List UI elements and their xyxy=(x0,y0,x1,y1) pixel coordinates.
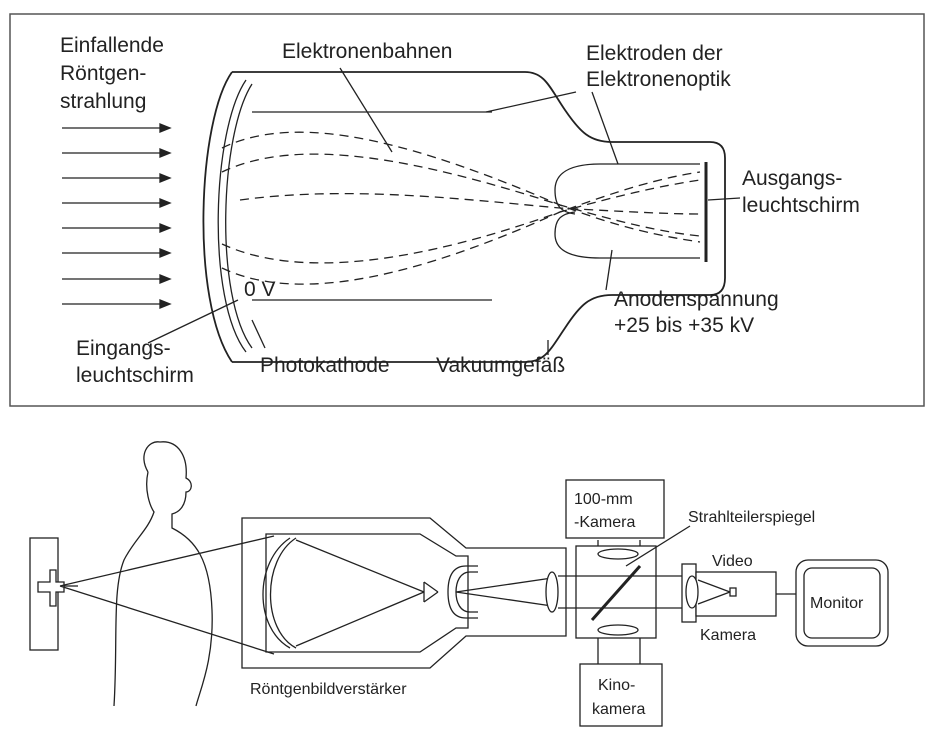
label-zero-volt: 0 V xyxy=(244,278,276,301)
vacuum-vessel-outline xyxy=(232,71,726,363)
label-vacuum-vessel: Vakuumgefäß xyxy=(436,354,565,377)
label-cine-camera: Kino- kamera xyxy=(592,677,645,718)
cine-camera-box xyxy=(579,663,663,727)
camera-100mm-box xyxy=(565,479,665,539)
patient-silhouette xyxy=(113,441,213,707)
label-electron-paths: Elektronenbahnen xyxy=(282,40,452,63)
video-camera xyxy=(681,563,796,623)
input-screen-curve xyxy=(217,79,247,353)
vessel-front-outer xyxy=(202,71,233,363)
xray-beam xyxy=(59,535,275,655)
label-camera-100mm: 100-mm -Kamera xyxy=(574,491,637,531)
label-output-screen: Ausgangs- leuchtschirm xyxy=(742,167,860,217)
optical-path xyxy=(455,571,684,613)
top-panel-border xyxy=(9,13,925,407)
collimator-lens xyxy=(545,571,559,613)
photocathode-curve xyxy=(225,83,253,349)
splitter-leader xyxy=(625,525,691,567)
monitor xyxy=(795,559,889,647)
label-incoming-radiation: Einfallende Röntgen- strahlung xyxy=(60,34,170,113)
xray-tube xyxy=(29,537,78,651)
xray-arrows xyxy=(62,123,172,309)
label-video: Video xyxy=(712,553,753,570)
label-electrodes: Elektroden der Elektronenoptik xyxy=(586,42,731,91)
top-leader-lines xyxy=(147,67,741,355)
top-panel: Einfallende Röntgen- strahlung Elektrone… xyxy=(9,13,925,407)
label-input-screen: Eingangs- leuchtschirm xyxy=(76,337,194,387)
label-beam-splitter: Strahlteilerspiegel xyxy=(688,509,815,526)
label-image-intensifier: Röntgenbildverstärker xyxy=(250,681,407,698)
image-intensifier xyxy=(241,517,567,669)
electrodes xyxy=(252,111,700,301)
beam-splitter-box xyxy=(575,540,657,664)
label-anode-voltage: Anodenspannung +25 bis +35 kV xyxy=(614,288,785,337)
label-photocathode: Photokathode xyxy=(260,354,390,377)
label-monitor: Monitor xyxy=(810,595,864,612)
electron-paths xyxy=(221,131,701,285)
bottom-panel: 100-mm -Kamera Strahlteilerspiegel Video… xyxy=(29,441,889,727)
label-camera: Kamera xyxy=(700,627,756,644)
